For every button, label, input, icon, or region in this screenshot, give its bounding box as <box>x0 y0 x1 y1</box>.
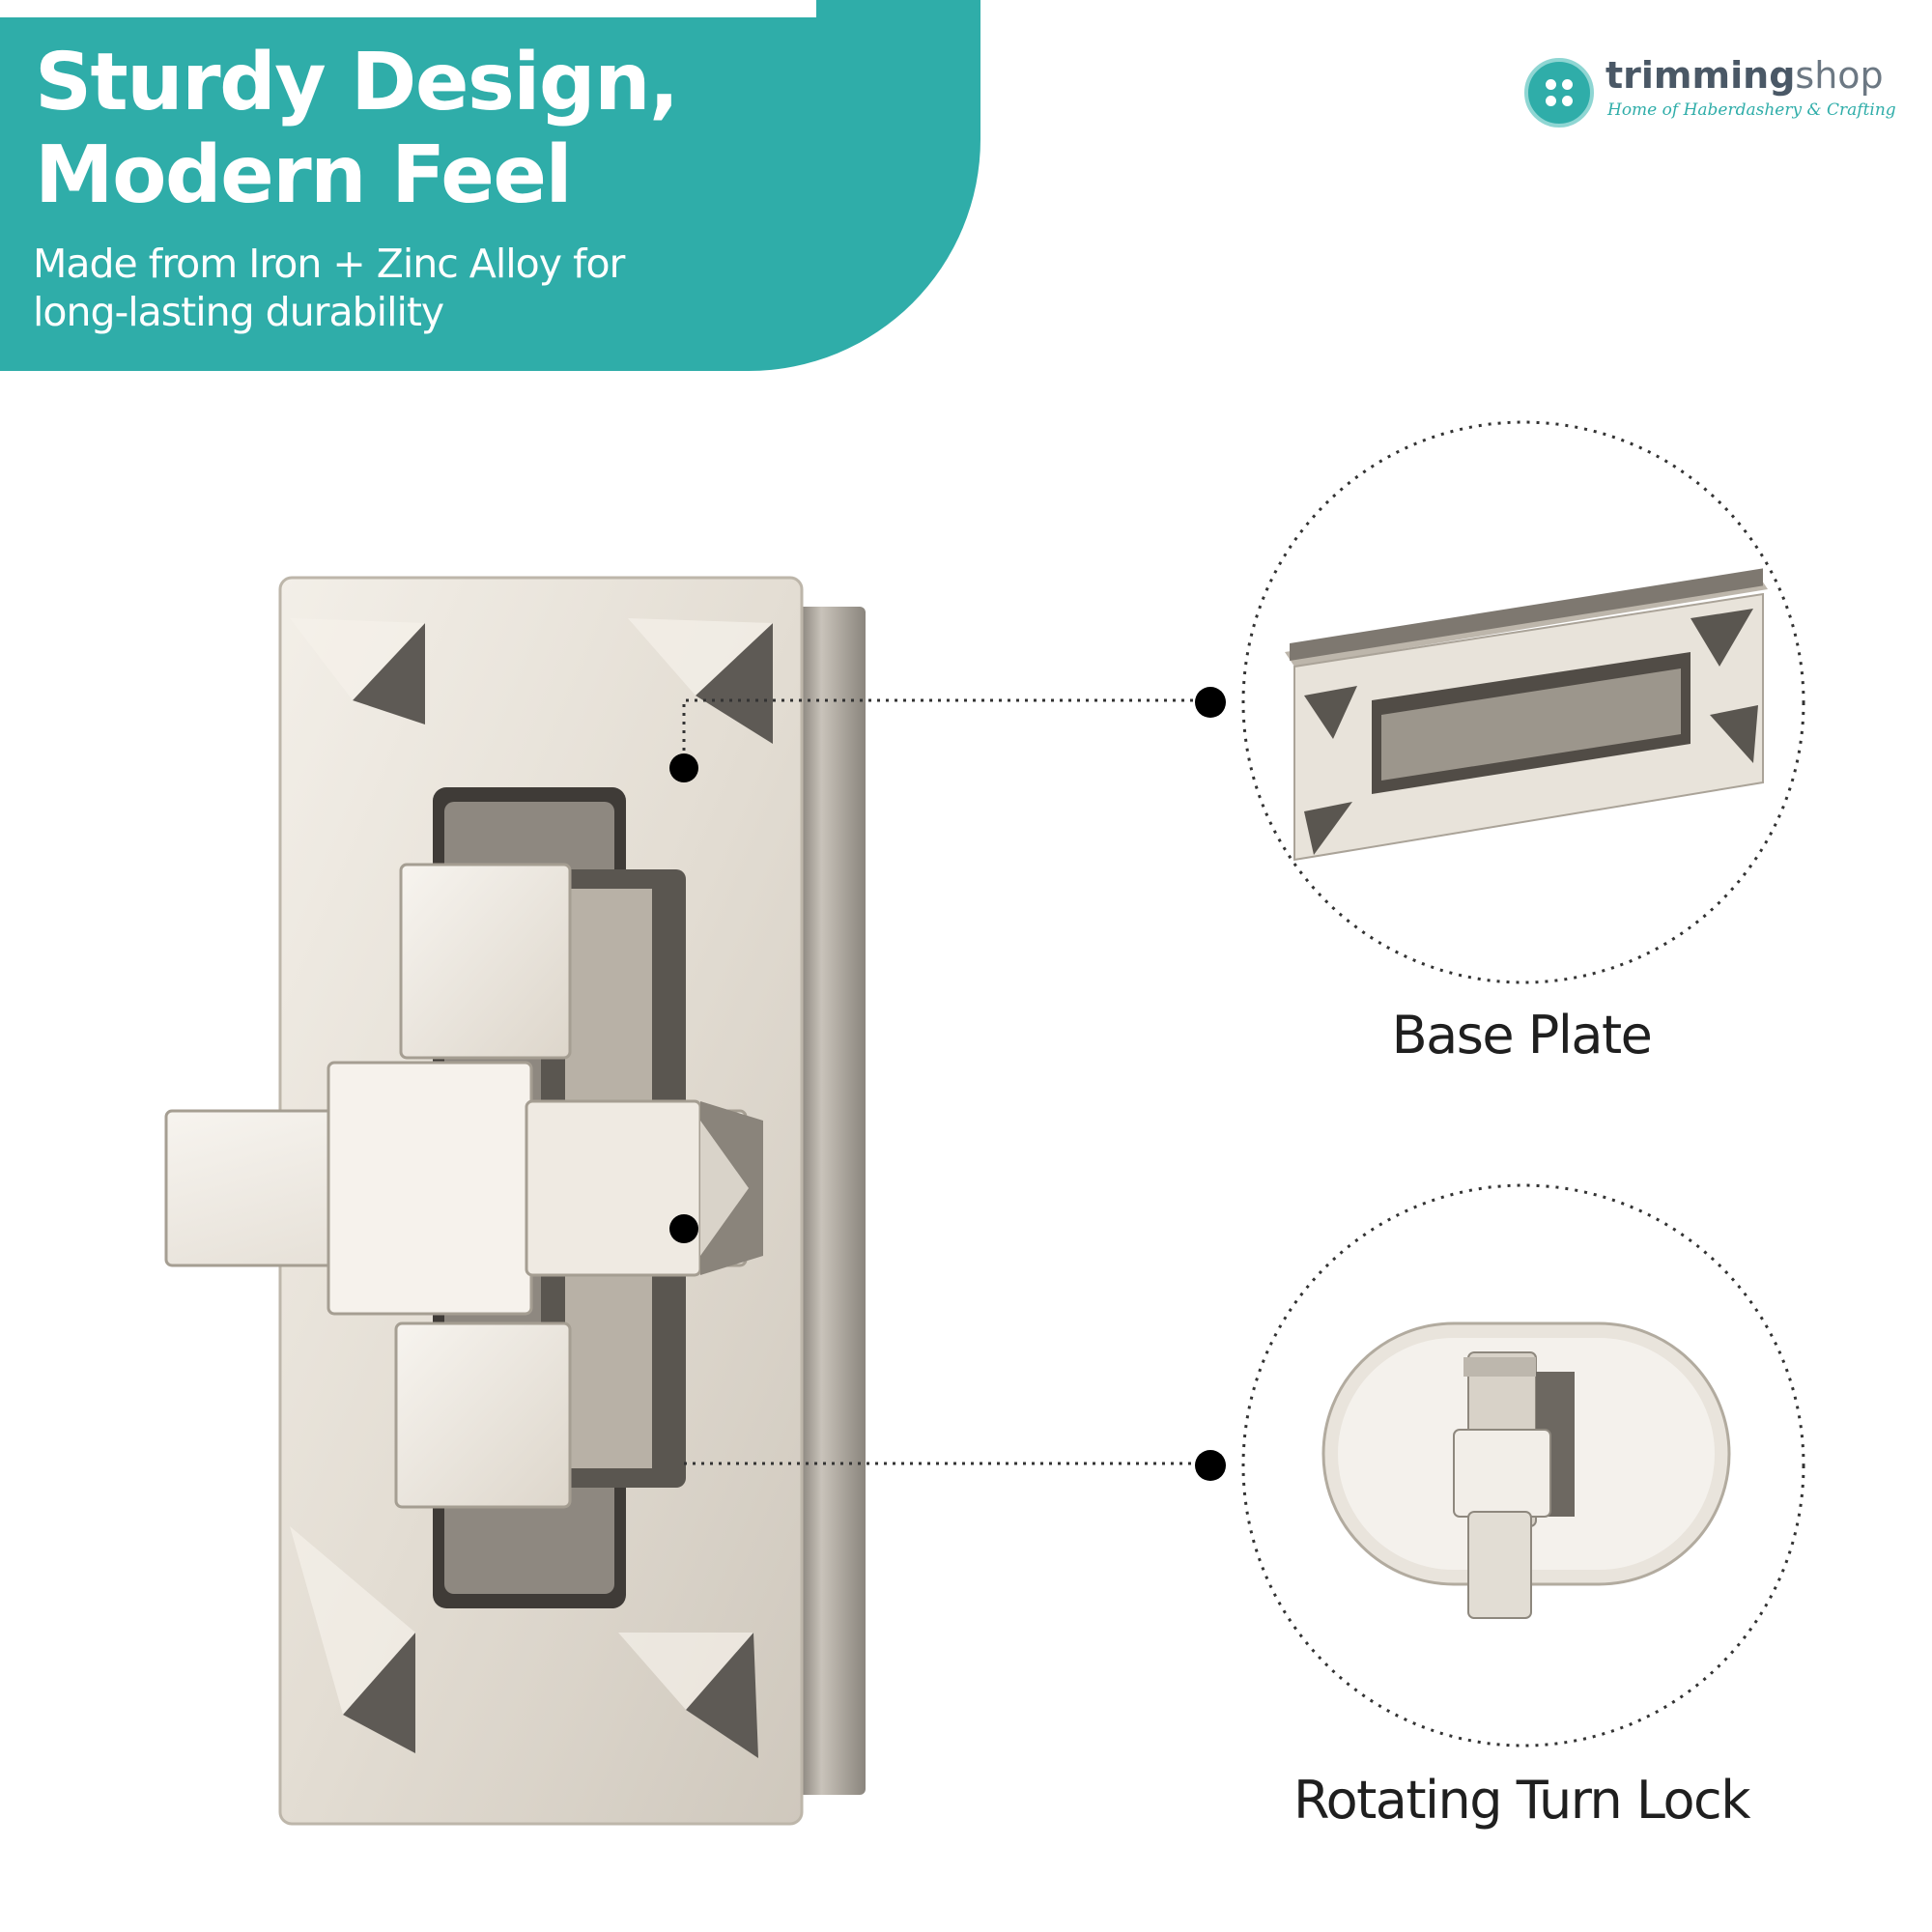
rotating-turn-lock-caption: Rotating Turn Lock <box>1293 1770 1751 1831</box>
rotating-turn-lock-image <box>1321 1321 1731 1619</box>
brand-logo: trimmingshop Home of Haberdashery & Craf… <box>1524 54 1901 131</box>
headline: Sturdy Design, Modern Feel <box>35 37 679 222</box>
base-plate-image <box>1285 568 1768 862</box>
headline-line-2: Modern Feel <box>35 129 573 221</box>
headline-banner <box>0 0 980 371</box>
subheadline: Made from Iron + Zinc Alloy for long-las… <box>33 241 625 335</box>
banner-notch <box>0 0 816 17</box>
brand-tagline: Home of Haberdashery & Crafting <box>1607 100 1896 120</box>
base-plate-callout-dot <box>1195 687 1226 718</box>
button-icon <box>1524 58 1594 128</box>
turn-lock-clasp-image <box>164 576 866 1826</box>
headline-line-1: Sturdy Design, <box>35 37 679 128</box>
base-plate-caption: Base Plate <box>1391 1005 1653 1065</box>
brand-name: trimmingshop <box>1605 54 1884 97</box>
brand-name-bold: trimming <box>1605 54 1796 97</box>
turn-lock-callout-dot <box>1195 1450 1226 1481</box>
brand-name-light: shop <box>1795 54 1884 97</box>
